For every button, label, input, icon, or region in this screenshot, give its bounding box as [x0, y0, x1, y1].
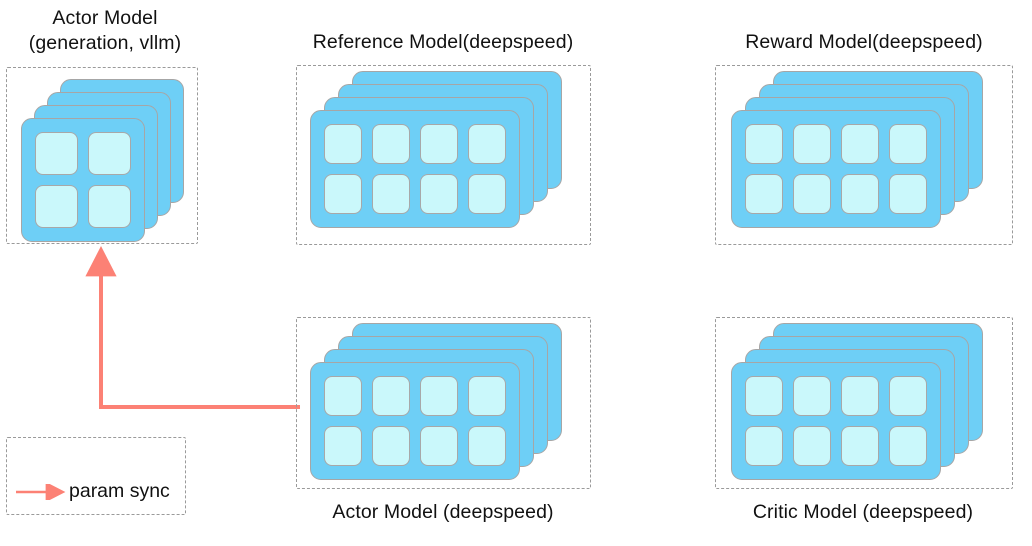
gpu-cell: [468, 174, 506, 214]
group-label-actor-vllm: Actor Model (generation, vllm): [28, 7, 182, 54]
gpu-cell: [88, 132, 131, 175]
stack-card-front[interactable]: [310, 362, 520, 480]
gpu-cell: [841, 124, 879, 164]
card-stack-reference-model[interactable]: [296, 65, 591, 245]
gpu-cell: [889, 376, 927, 416]
gpu-cell: [88, 185, 131, 228]
dashed-boundary-actor-deepspeed: [296, 317, 591, 489]
card-stack-reward-model[interactable]: [715, 65, 1013, 245]
stack-card-front[interactable]: [21, 118, 145, 242]
gpu-cell: [372, 376, 410, 416]
gpu-cell: [793, 174, 831, 214]
gpu-cell: [468, 426, 506, 466]
gpu-cell: [420, 426, 458, 466]
gpu-cell: [745, 426, 783, 466]
legend-arrow-icon: [16, 484, 66, 500]
group-label-reward-model: Reward Model(deepspeed): [745, 31, 983, 53]
dashed-boundary-critic-model: [715, 317, 1013, 489]
card-stack-actor-deepspeed[interactable]: [296, 317, 591, 489]
gpu-cell: [372, 124, 410, 164]
dashed-boundary-actor-vllm: [6, 67, 198, 244]
card-stack-actor-vllm[interactable]: [6, 67, 198, 244]
group-label-reference-model: Reference Model(deepspeed): [312, 31, 574, 53]
gpu-cell: [889, 174, 927, 214]
gpu-cell: [745, 376, 783, 416]
gpu-cell: [324, 426, 362, 466]
gpu-cell: [372, 174, 410, 214]
dashed-boundary-reward-model: [715, 65, 1013, 245]
gpu-cell: [35, 185, 78, 228]
gpu-cell: [468, 376, 506, 416]
gpu-cell: [793, 426, 831, 466]
gpu-cell: [35, 132, 78, 175]
gpu-cell: [468, 124, 506, 164]
dashed-boundary-reference-model: [296, 65, 591, 245]
gpu-cell: [745, 124, 783, 164]
gpu-cell: [841, 174, 879, 214]
gpu-cell: [889, 426, 927, 466]
gpu-cell: [324, 376, 362, 416]
gpu-cell: [420, 174, 458, 214]
gpu-cell: [372, 426, 410, 466]
card-stack-critic-model[interactable]: [715, 317, 1013, 489]
legend-label-param-sync: param sync: [69, 480, 170, 502]
stack-card-front[interactable]: [731, 110, 941, 228]
group-label-actor-deepspeed: Actor Model (deepspeed): [332, 501, 554, 523]
group-label-critic-model: Critic Model (deepspeed): [752, 501, 974, 523]
gpu-cell: [420, 124, 458, 164]
gpu-cell: [793, 124, 831, 164]
gpu-cell: [841, 426, 879, 466]
stack-card-front[interactable]: [310, 110, 520, 228]
gpu-cell: [324, 124, 362, 164]
gpu-cell: [420, 376, 458, 416]
stack-card-front[interactable]: [731, 362, 941, 480]
gpu-cell: [841, 376, 879, 416]
gpu-cell: [745, 174, 783, 214]
legend[interactable]: param sync: [6, 437, 186, 515]
gpu-cell: [793, 376, 831, 416]
gpu-cell: [324, 174, 362, 214]
gpu-cell: [889, 124, 927, 164]
